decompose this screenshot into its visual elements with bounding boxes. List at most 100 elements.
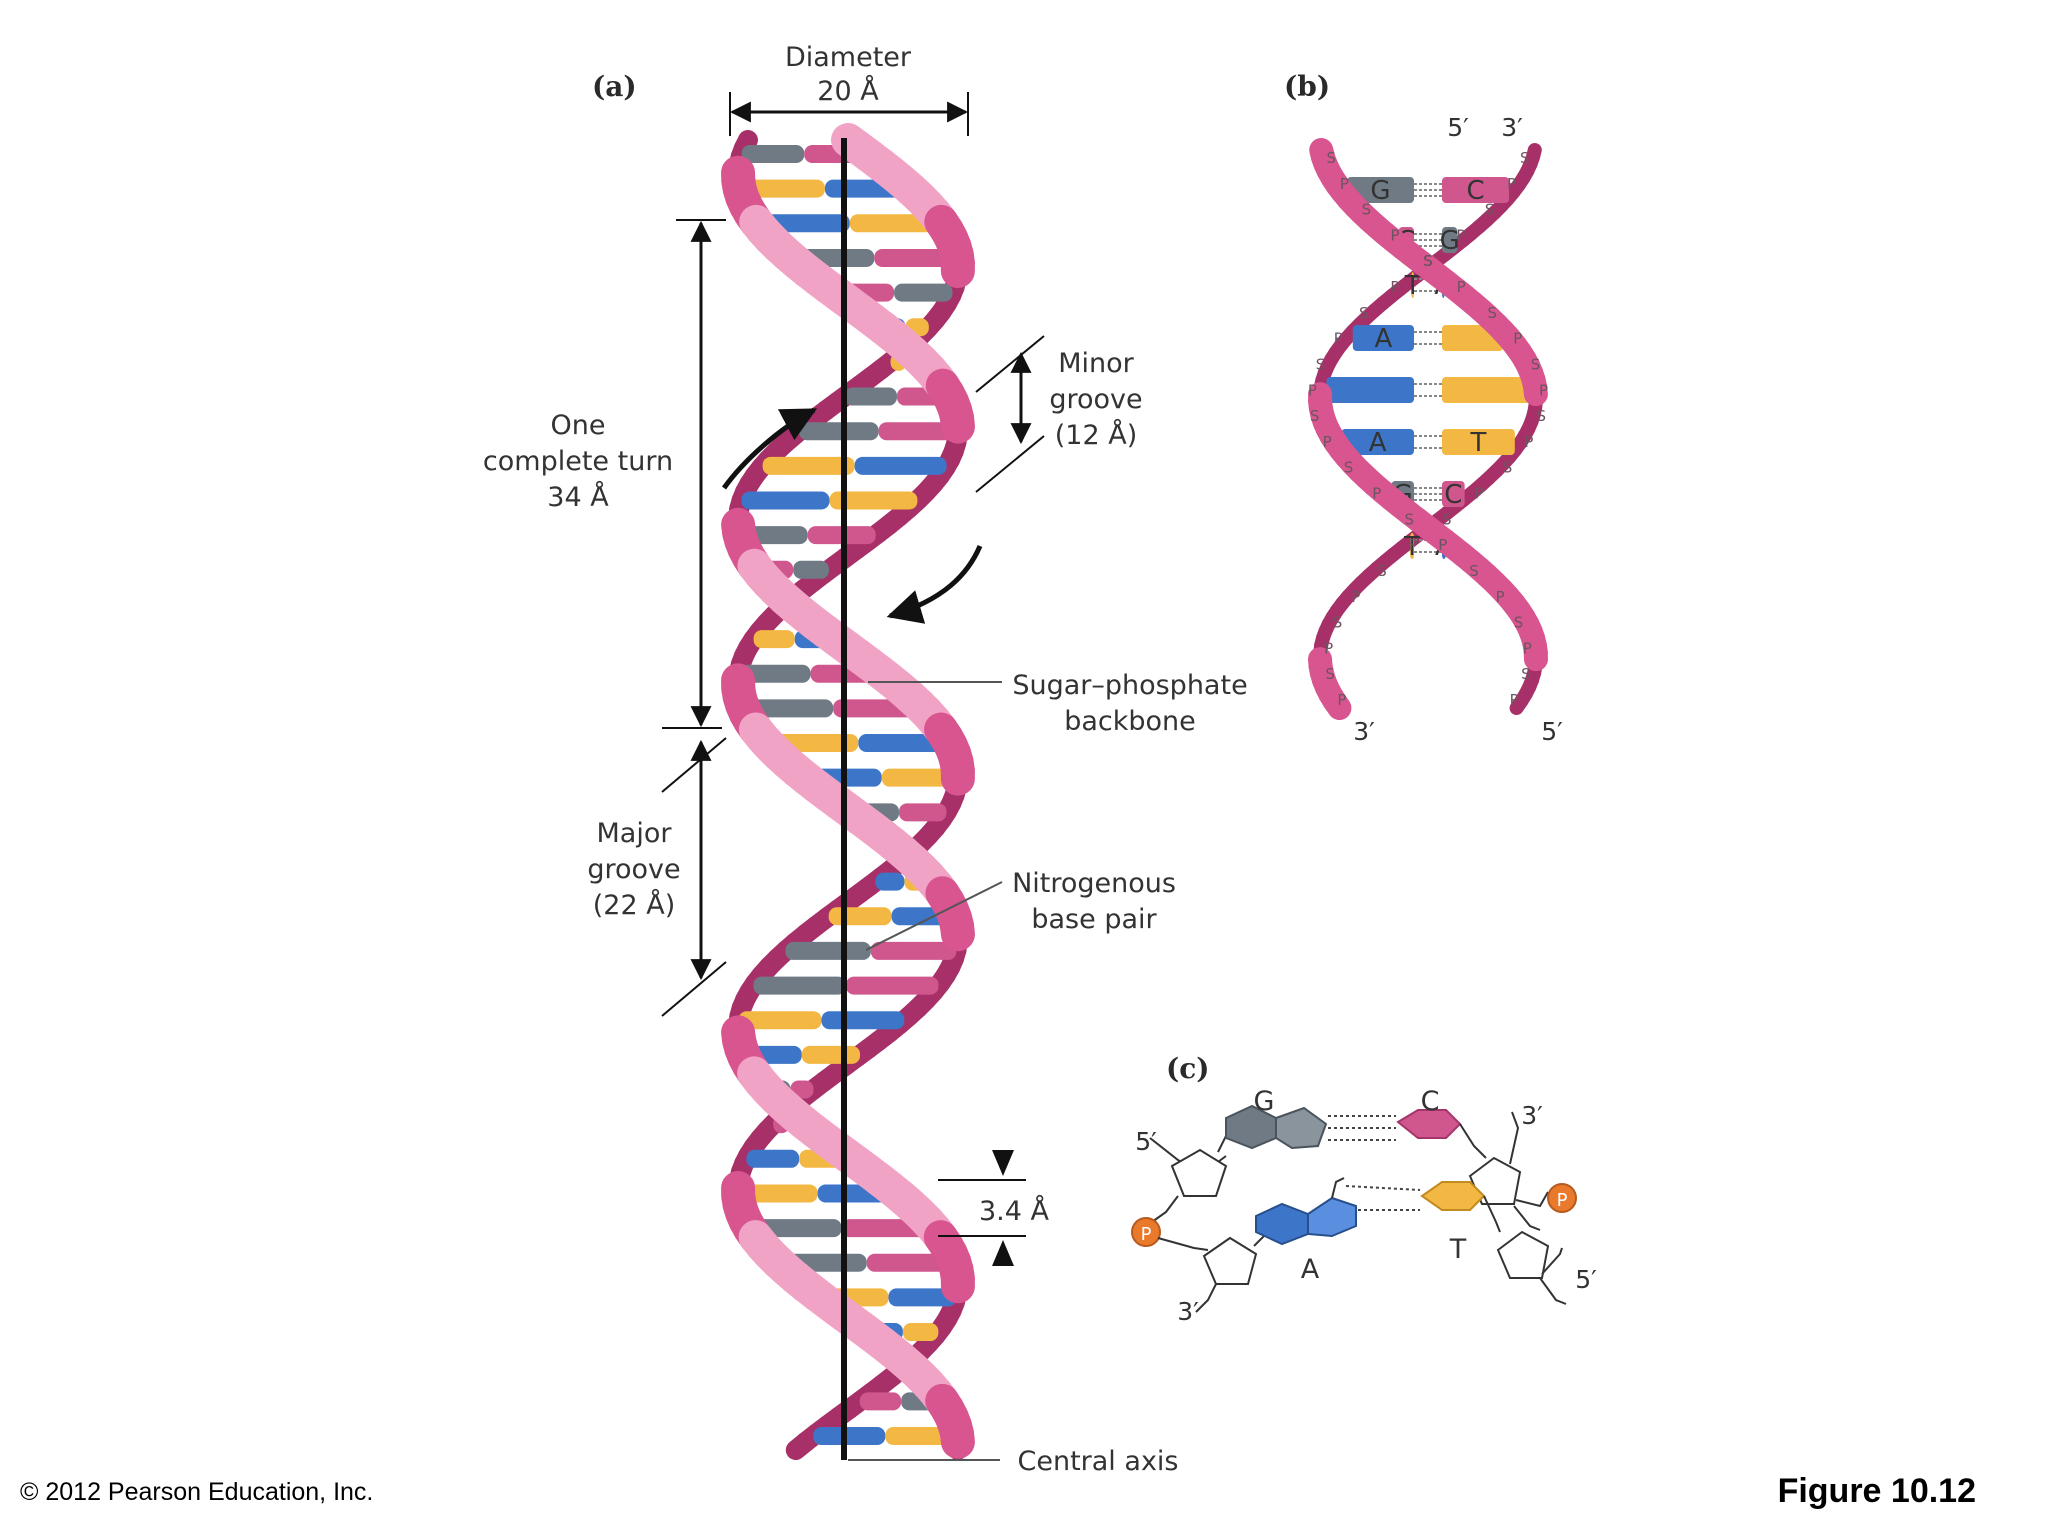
base-letter-left: T — [1404, 271, 1421, 301]
strand-residue: P — [1409, 536, 1418, 554]
base-pair-rung — [753, 630, 795, 649]
minor-groove-value: (12 Å) — [1055, 419, 1137, 451]
strand-residue: S — [1362, 201, 1372, 219]
strand-residue: S — [1469, 562, 1479, 580]
base-letter-right: G — [1440, 226, 1460, 256]
diameter-label: Diameter — [785, 42, 912, 73]
strand-residue: S — [1359, 304, 1369, 322]
base-pair-rung — [799, 422, 879, 441]
diameter-value: 20 Å — [817, 75, 879, 107]
base-pair-rung — [753, 976, 847, 995]
strand-residue: S — [1487, 304, 1497, 322]
base-pair-rung — [894, 283, 953, 302]
strand-residue: P — [1308, 381, 1317, 399]
strand-residue: S — [1310, 407, 1320, 425]
backbone-segment — [939, 1416, 975, 1459]
base-pair-rung — [738, 664, 811, 683]
strand-c-right-3prime: 3′ — [1521, 1101, 1543, 1130]
minor-groove-label-1: Minor — [1058, 348, 1134, 379]
base-pair-rung — [785, 941, 871, 960]
base-pair-rung — [738, 1184, 818, 1203]
backbone-segment — [785, 1431, 816, 1460]
base-pair-rung — [821, 1011, 905, 1030]
major-groove-value: (22 Å) — [593, 889, 675, 921]
base-pair-rung — [829, 491, 918, 510]
strand-b-bottom-3prime: 3′ — [1353, 717, 1375, 746]
base-pair-rung — [741, 145, 805, 163]
base-pair-rung — [866, 1253, 955, 1272]
base-pair-rung — [844, 387, 897, 406]
hydrogen-bonds-gc — [1328, 1115, 1396, 1141]
phosphate-right-label: P — [1557, 1190, 1568, 1211]
strand-residue: P — [1340, 175, 1349, 193]
turn-value: 34 Å — [547, 481, 609, 513]
strand-residue: S — [1442, 510, 1452, 528]
backbone-segment — [940, 909, 975, 952]
base-letter-left: A — [1369, 428, 1387, 458]
strand-residue: P — [1539, 381, 1548, 399]
helix-base-sequence: GCCGTAAATGCTASPSPSPSPSPSPSPSPSPSPSPSPSPS… — [1308, 138, 1548, 720]
strand-residue: P — [1456, 226, 1465, 244]
base-block — [1442, 227, 1458, 253]
rotation-arrow-up — [721, 407, 818, 490]
base-block — [1346, 177, 1414, 203]
base-letter-left: G — [1370, 176, 1390, 206]
strand-residue: S — [1333, 614, 1343, 632]
backbone-label-1: Sugar–phosphate — [1012, 670, 1247, 701]
strand-residue: P — [1324, 639, 1333, 657]
base-block — [1326, 377, 1414, 403]
panel-c-label: (c) — [1166, 1052, 1210, 1085]
rise-annotation: 3.4 Å — [938, 1150, 1050, 1266]
strand-residue: P — [1507, 175, 1516, 193]
guanine-label: G — [1254, 1086, 1275, 1117]
strand-residue: P — [1475, 485, 1484, 503]
strand-residue: S — [1514, 614, 1524, 632]
strand-residue: P — [1334, 330, 1343, 348]
backbone-segment — [1523, 375, 1548, 407]
base-block — [1442, 377, 1530, 403]
turn-label-2: complete turn — [483, 446, 673, 477]
strand-residue: S — [1485, 201, 1495, 219]
base-pair-rung — [854, 456, 947, 475]
base-pair-rung — [746, 1149, 800, 1168]
base-pair-rung — [801, 1045, 860, 1064]
sugar-ring — [1496, 1230, 1550, 1279]
base-block — [1442, 177, 1510, 203]
major-groove-annotation: Major groove (22 Å) — [587, 737, 727, 1017]
figure-number: Figure 10.12 — [1777, 1472, 1976, 1510]
strand-residue: S — [1531, 355, 1541, 373]
strand-residue: P — [1457, 278, 1466, 296]
diameter-annotation: Diameter 20 Å — [729, 42, 969, 136]
base-pair-rung — [813, 1427, 886, 1445]
adenine-ring-1 — [1255, 1202, 1309, 1246]
strand-residue: P — [1438, 536, 1447, 554]
base-pair-rung — [899, 803, 947, 822]
strand-b-top-5prime: 5′ — [1447, 113, 1469, 142]
sugar-ring — [1170, 1148, 1228, 1197]
guanine-ring-2 — [1275, 1106, 1328, 1150]
sugar-ring — [1202, 1236, 1258, 1285]
strand-residue: S — [1344, 459, 1354, 477]
base-pair-rung — [793, 560, 829, 579]
base-pair-rung — [739, 179, 825, 198]
base-pair-rung — [874, 248, 958, 267]
strand-residue: S — [1316, 355, 1326, 373]
strand-residue: S — [1503, 459, 1513, 477]
base-pair-rung — [846, 976, 939, 995]
strand-residue: P — [1510, 691, 1519, 709]
double-helix — [721, 123, 975, 1460]
base-pair-rung — [738, 1011, 822, 1030]
cytosine-label: C — [1421, 1086, 1440, 1117]
base-pair-rung — [881, 768, 958, 787]
strand-residue: P — [1513, 330, 1522, 348]
base-pair-label-2: base pair — [1031, 904, 1157, 935]
backbone-segment — [940, 401, 975, 444]
adenine-label: A — [1301, 1254, 1320, 1285]
phosphate-right — [1547, 1183, 1577, 1213]
turn-annotation: One complete turn 34 Å — [483, 219, 726, 729]
minor-groove-label-2: groove — [1049, 384, 1142, 415]
strand-residue: S — [1377, 562, 1387, 580]
panel-b-label: (b) — [1284, 70, 1330, 103]
copyright-notice: © 2012 Pearson Education, Inc. — [20, 1478, 374, 1506]
